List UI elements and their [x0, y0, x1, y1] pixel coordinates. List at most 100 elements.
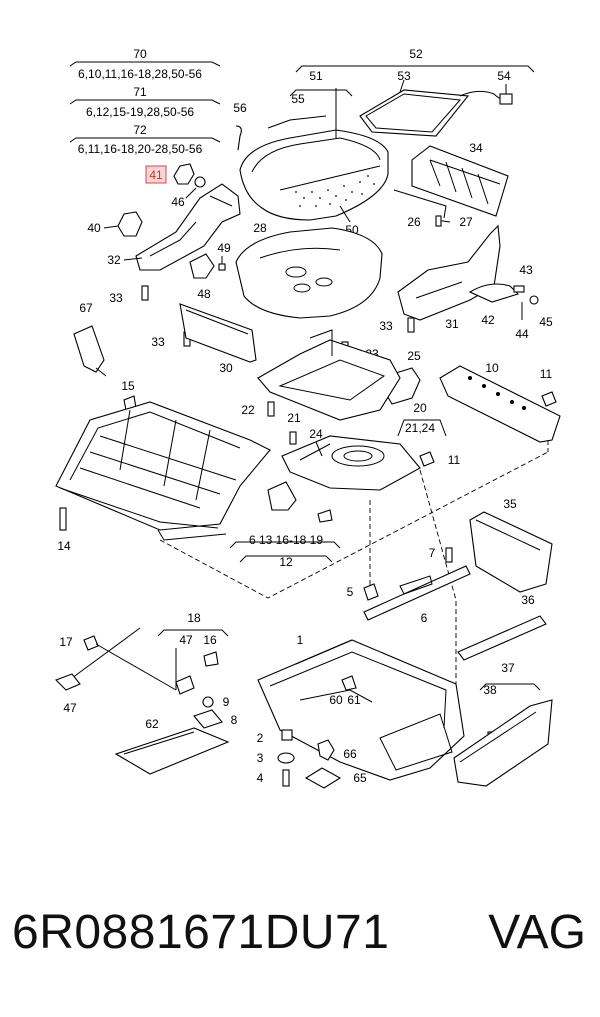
screw-27: [435, 215, 442, 227]
callout-44: 44: [515, 327, 529, 341]
callout-1: 1: [297, 633, 304, 647]
callout-48: 48: [197, 287, 211, 301]
buckle-67: [73, 325, 107, 377]
wire-55: [267, 115, 327, 129]
callout-16: 16: [203, 633, 217, 647]
mat-62: [114, 727, 230, 775]
bracket-12: [239, 555, 333, 563]
svg-text:6,10,11,16-18,28,50-56: 6,10,11,16-18,28,50-56: [78, 67, 202, 81]
callout-6: 6: [421, 611, 428, 625]
screw-33-c: [407, 317, 415, 333]
strip-36: [457, 615, 547, 661]
callout-35: 35: [503, 497, 517, 511]
upper-seat-frame: [257, 329, 401, 421]
callout-53: 53: [397, 69, 411, 83]
callout-22: 22: [241, 403, 255, 417]
callout-10: 10: [485, 361, 499, 375]
knob-41: [173, 163, 206, 188]
nut-11-b: [419, 451, 435, 467]
seat-cushion-cover-51: [239, 88, 389, 221]
callout-49: 49: [217, 241, 231, 255]
callout-60: 60: [329, 693, 343, 707]
group-71-label: 71 6,12,15-19,28,50-56: [69, 85, 221, 119]
part-number: 6R0881671DU71: [12, 906, 390, 959]
cap-45: [529, 295, 539, 305]
plate-8: [193, 709, 223, 729]
callout-62: 62: [145, 717, 159, 731]
callout-5: 5: [347, 585, 354, 599]
callout-47-a: 47: [63, 701, 77, 715]
seat-base-1: [257, 639, 465, 781]
svg-text:70: 70: [133, 47, 147, 61]
bracket-18: [157, 629, 229, 637]
callout-25: 25: [407, 349, 421, 363]
callout-33-b: 33: [151, 335, 165, 349]
callout-42: 42: [481, 313, 495, 327]
seat-frame-base: [55, 401, 271, 541]
bolt-2: [281, 729, 293, 741]
screw-61: [341, 675, 357, 691]
screw-49: [218, 263, 226, 271]
screw-14: [59, 507, 67, 531]
panel-34: [411, 145, 509, 217]
leader-32: [123, 257, 143, 261]
lever-42: [468, 283, 520, 303]
callout-54: 54: [497, 69, 511, 83]
highlight-41-box[interactable]: [145, 165, 167, 184]
callout-20-list: 21,24: [405, 421, 435, 435]
svg-text:72: 72: [133, 123, 147, 137]
nut-9: [202, 696, 214, 708]
footer: 6R0881671DU71 VAG: [0, 905, 600, 985]
callout-33-a: 33: [109, 291, 123, 305]
bracket-37: [479, 683, 541, 691]
callout-45: 45: [539, 315, 553, 329]
callout-51: 51: [309, 69, 323, 83]
callout-17: 17: [59, 635, 73, 649]
screw-7: [445, 547, 453, 563]
callout-36: 36: [521, 593, 535, 607]
callout-47-b: 47: [179, 633, 193, 647]
callout-41[interactable]: 41: [149, 168, 163, 182]
panel-30: [179, 303, 257, 363]
assembly-dash-1: [159, 451, 549, 599]
screw-43: [513, 285, 525, 293]
callout-9: 9: [223, 695, 230, 709]
callout-18: 18: [187, 611, 201, 625]
perforation-pattern: [295, 175, 375, 207]
callout-3: 3: [257, 751, 264, 765]
rail-cover-10: [439, 365, 561, 443]
callout-66: 66: [343, 747, 357, 761]
svg-text:52: 52: [409, 47, 423, 61]
connector-54: [459, 84, 513, 105]
callout-8: 8: [231, 713, 238, 727]
svg-text:6,12,15-19,28,50-56: 6,12,15-19,28,50-56: [86, 105, 194, 119]
callout-55: 55: [291, 92, 305, 106]
group-52-label: 52: [295, 47, 535, 73]
screw-19: [317, 509, 333, 523]
seat-mechanism-20: [281, 435, 421, 491]
brand-label: VAG: [488, 906, 586, 959]
callout-43: 43: [519, 263, 533, 277]
callout-21: 21: [287, 411, 301, 425]
callout-11-a: 11: [540, 367, 553, 381]
assembly-dash-4: [419, 469, 457, 690]
callout-11-b: 11: [448, 453, 461, 467]
callout-30: 30: [219, 361, 233, 375]
callout-15: 15: [121, 379, 135, 393]
clip-56: [235, 125, 242, 151]
leader-46: [185, 187, 197, 199]
foam-pad-28: [235, 227, 383, 319]
bracket-12-list: [229, 541, 341, 549]
motor-48: [189, 253, 215, 279]
leader-24: [315, 441, 323, 457]
callout-14: 14: [57, 539, 71, 553]
callout-37: 37: [501, 661, 515, 675]
clip-47-a: [55, 673, 81, 691]
cover-37: [453, 699, 553, 787]
pad-65: [304, 767, 342, 789]
seat-exploded-diagram: 70 6,10,11,16-18,28,50-56 71 6,12,15-19,…: [55, 47, 561, 789]
nut-5: [363, 583, 379, 601]
side-trim-32: [135, 183, 241, 271]
callout-12: 12: [279, 555, 293, 569]
rail-6: [363, 565, 471, 621]
